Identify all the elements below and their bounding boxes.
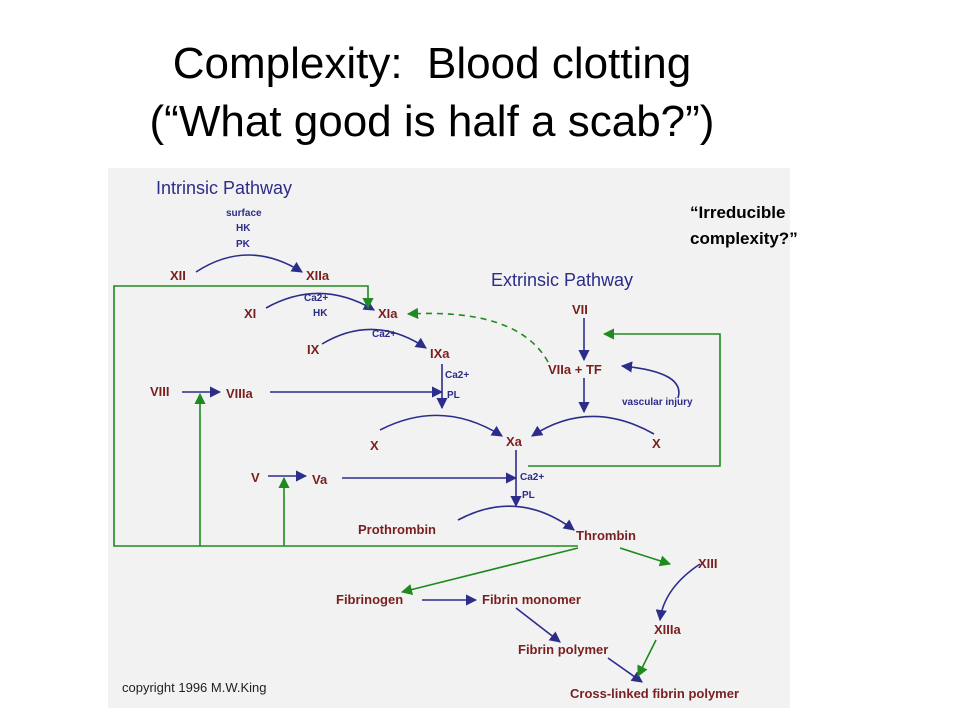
note-line1: “Irreducible xyxy=(690,203,786,222)
cofactor-pk: PK xyxy=(236,239,251,250)
cofactor-hk: HK xyxy=(236,223,251,234)
arrow-ix-to-ixa xyxy=(321,328,427,349)
factor-xiiia: XIIIa xyxy=(654,622,682,637)
factor-xia: XIa xyxy=(378,306,398,321)
factor-v: V xyxy=(251,470,260,485)
factor-x-right: X xyxy=(652,436,661,451)
feedback-viia-xia xyxy=(406,307,549,363)
arrow-prothrombin-to-thrombin xyxy=(457,505,575,531)
factor-x-left: X xyxy=(370,438,379,453)
extrinsic-pathway-label: Extrinsic Pathway xyxy=(491,270,633,290)
copyright-text: copyright 1996 M.W.King xyxy=(122,680,267,695)
factor-thrombin: Thrombin xyxy=(576,528,636,543)
factor-ix: IX xyxy=(307,342,320,357)
factor-fibrinogen: Fibrinogen xyxy=(336,592,403,607)
arrow-xiiia-to-crosslinked xyxy=(637,639,657,678)
irreducible-complexity-note: “Irreducible complexity?” xyxy=(690,200,798,252)
intrinsic-pathway-label: Intrinsic Pathway xyxy=(156,178,292,198)
arrow-thrombin-to-fibrinogen xyxy=(400,547,579,595)
cofactor-ca-4: Ca2+ xyxy=(520,472,544,483)
factor-fibrin-polymer: Fibrin polymer xyxy=(518,642,608,657)
arrow-xiii-to-xiiia xyxy=(655,563,701,622)
feedback-thrombin-xii xyxy=(113,285,578,547)
cofactor-ca: Ca2+ xyxy=(304,293,328,304)
factor-xii: XII xyxy=(170,268,186,283)
factor-crosslinked-fibrin-polymer: Cross-linked fibrin polymer xyxy=(570,686,739,701)
coagulation-cascade-diagram: Intrinsic Pathway Extrinsic Pathway surf… xyxy=(108,168,790,708)
arrow-polymer-to-crosslinked xyxy=(607,657,643,683)
factor-viia-tf: VIIa + TF xyxy=(548,362,602,377)
arrow-x-to-xa-left xyxy=(379,414,503,437)
factor-vii: VII xyxy=(572,302,588,317)
vascular-injury-label: vascular injury xyxy=(622,397,693,408)
factor-xiia: XIIa xyxy=(306,268,330,283)
cofactor-ca-2: Ca2+ xyxy=(372,329,396,340)
cofactor-pl: PL xyxy=(447,390,460,401)
factor-va: Va xyxy=(312,472,328,487)
factor-xiii: XIII xyxy=(698,556,718,571)
slide-title-line2: (“What good is half a scab?”) xyxy=(149,97,715,146)
cofactor-surface: surface xyxy=(226,208,262,219)
arrow-vascular-injury xyxy=(620,361,680,399)
factor-fibrin-monomer: Fibrin monomer xyxy=(482,592,581,607)
cofactor-hk-2: HK xyxy=(313,308,328,319)
factor-ixa: IXa xyxy=(430,346,450,361)
cofactor-ca-3: Ca2+ xyxy=(445,370,469,381)
factor-xi: XI xyxy=(244,306,256,321)
feedback-xa-loop xyxy=(528,328,721,467)
arrow-monomer-to-polymer xyxy=(515,607,561,643)
note-line2: complexity?” xyxy=(690,229,798,248)
arrow-xii-to-xiia xyxy=(195,254,303,273)
factor-viii: VIII xyxy=(150,384,170,399)
arrow-thrombin-to-xiiia xyxy=(619,547,672,567)
cofactor-pl-2: PL xyxy=(522,490,535,501)
arrow-x-to-xa-right xyxy=(531,415,655,437)
slide-title-line1: Complexity: Blood clotting xyxy=(172,39,692,88)
factor-xa: Xa xyxy=(506,434,523,449)
factor-viiia: VIIIa xyxy=(226,386,254,401)
factor-prothrombin: Prothrombin xyxy=(358,522,436,537)
